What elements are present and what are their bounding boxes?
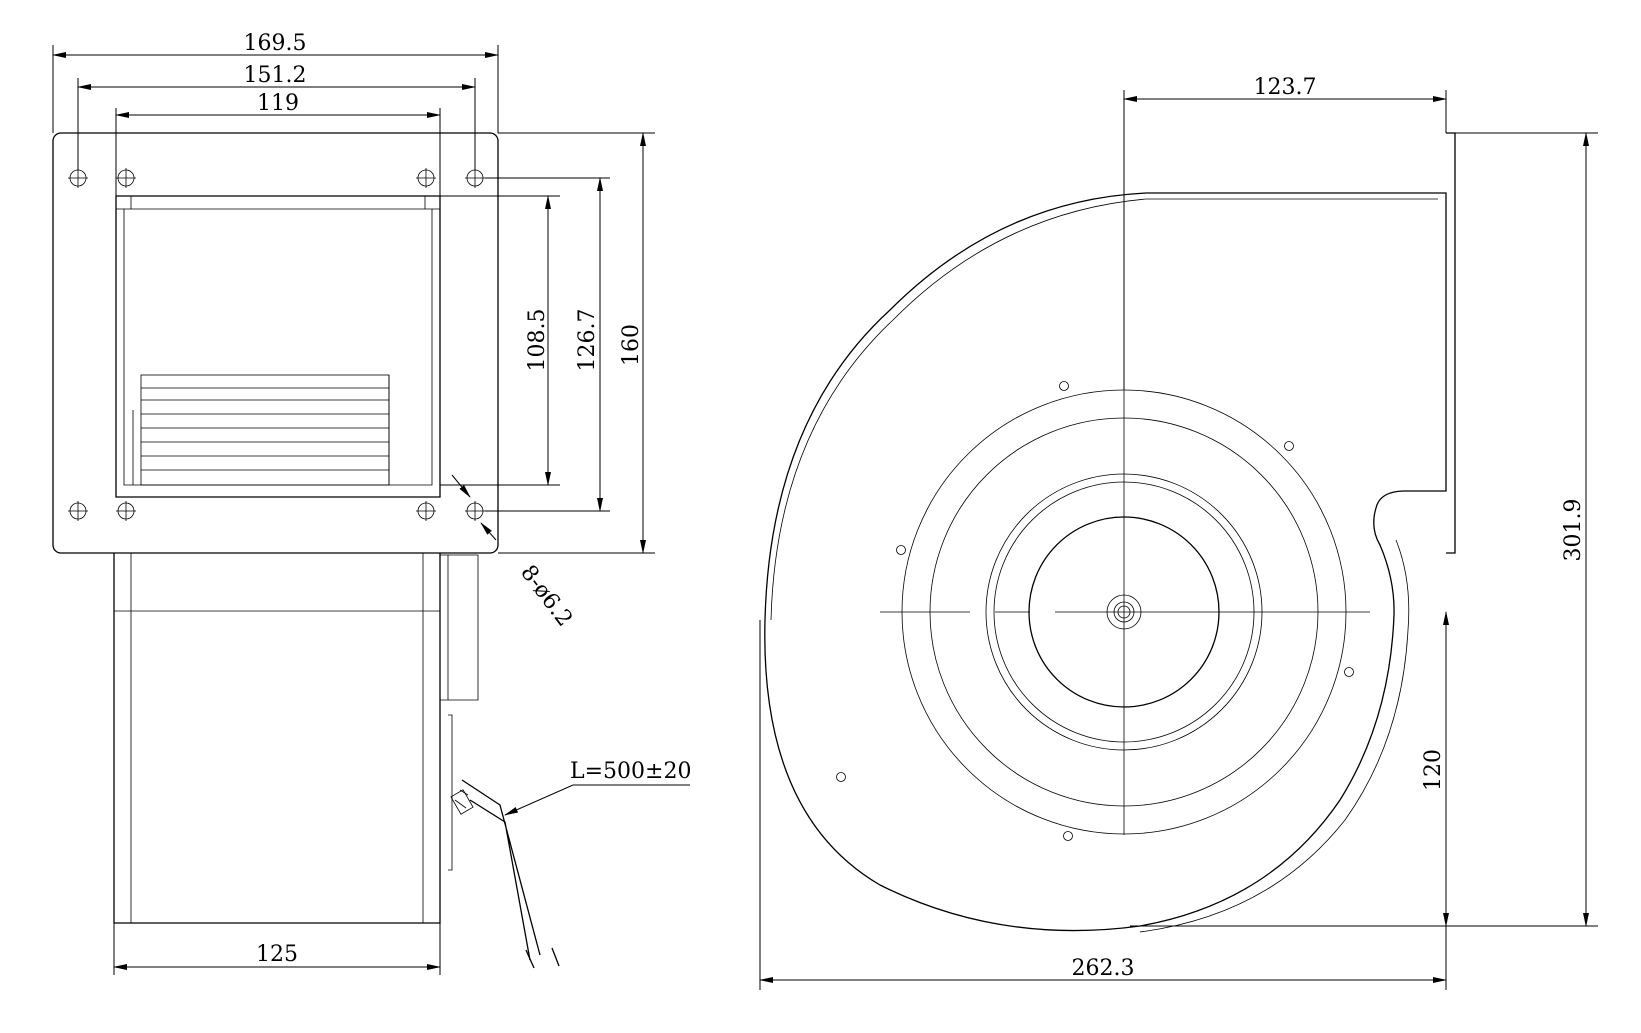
mounting-hole xyxy=(116,501,136,521)
dim-hole-span-inner: 119 xyxy=(115,91,441,196)
svg-text:160: 160 xyxy=(619,324,644,366)
housing-holes xyxy=(836,381,1354,841)
side-view: 123.7 301.9 120 262.3 xyxy=(759,75,1598,990)
mounting-hole xyxy=(416,501,436,521)
svg-text:262.3: 262.3 xyxy=(1072,956,1135,981)
svg-text:151.2: 151.2 xyxy=(244,63,307,88)
svg-text:123.7: 123.7 xyxy=(1254,75,1317,100)
housing-body xyxy=(113,553,479,924)
scroll-housing xyxy=(764,192,1447,932)
svg-text:120: 120 xyxy=(1421,749,1446,791)
mounting-hole xyxy=(116,168,136,188)
front-view: 169.5 151.2 119 108.5 126.7 xyxy=(52,31,691,975)
mounting-hole xyxy=(416,168,436,188)
dim-hole-span-outer: 151.2 xyxy=(77,63,476,170)
cable xyxy=(450,779,560,969)
dim-height-inner: 108.5 xyxy=(440,195,560,486)
impeller-blades xyxy=(132,374,390,486)
svg-text:126.7: 126.7 xyxy=(575,309,600,372)
mounting-hole xyxy=(465,168,485,188)
dim-outlet-offset: 123.7 xyxy=(1123,75,1447,390)
mounting-holes xyxy=(68,168,485,521)
outlet-flange xyxy=(1446,132,1456,554)
svg-text:169.5: 169.5 xyxy=(244,31,307,56)
dim-height-holes: 126.7 xyxy=(485,177,610,512)
svg-text:8-ø6.2: 8-ø6.2 xyxy=(515,561,577,632)
mounting-hole xyxy=(68,501,88,521)
flange-plate xyxy=(52,132,499,554)
dim-axis-height: 120 xyxy=(1421,611,1449,927)
note-cable: L=500±20 xyxy=(504,759,691,816)
mounting-hole xyxy=(465,501,485,521)
svg-text:125: 125 xyxy=(256,942,298,967)
inlet-opening xyxy=(115,195,441,498)
svg-text:119: 119 xyxy=(257,91,299,116)
dim-side-height: 301.9 xyxy=(1130,132,1598,927)
svg-text:301.9: 301.9 xyxy=(1561,499,1586,562)
dim-height-overall: 160 xyxy=(498,132,655,554)
svg-text:108.5: 108.5 xyxy=(525,309,550,372)
mounting-hole xyxy=(68,168,88,188)
dim-side-width: 262.3 xyxy=(759,620,1447,990)
dim-body-width: 125 xyxy=(113,923,441,975)
dim-width-overall: 169.5 xyxy=(52,31,499,133)
svg-text:L=500±20: L=500±20 xyxy=(570,759,691,784)
